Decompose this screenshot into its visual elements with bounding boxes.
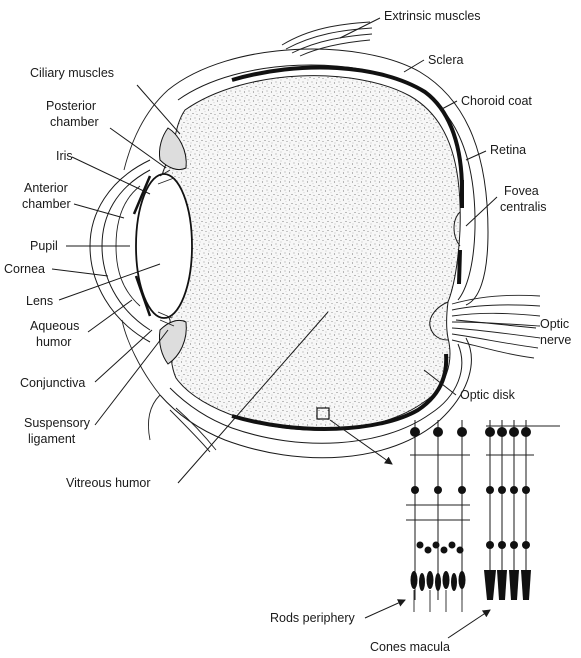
- label-fovea-centralis-1: Fovea: [504, 184, 539, 198]
- label-sclera: Sclera: [428, 53, 463, 67]
- label-optic-nerve-1: Optic: [540, 317, 569, 331]
- label-optic-nerve-2: nerve: [540, 333, 571, 347]
- label-ciliary-muscles: Ciliary muscles: [30, 66, 114, 80]
- conjunctiva-lower: [122, 320, 160, 395]
- vitreous-humor-body: [152, 76, 460, 431]
- label-conjunctiva: Conjunctiva: [20, 376, 85, 390]
- label-posterior-chamber-1: Posterior: [46, 99, 96, 113]
- label-lens: Lens: [26, 294, 53, 308]
- label-anterior-chamber-2: chamber: [22, 197, 71, 211]
- label-choroid-coat: Choroid coat: [461, 94, 532, 108]
- label-optic-disk: Optic disk: [460, 388, 516, 402]
- label-pupil: Pupil: [30, 239, 58, 253]
- label-retina: Retina: [490, 143, 526, 157]
- retina-segment-2: [459, 250, 460, 284]
- label-aqueous-humor-2: humor: [36, 335, 71, 349]
- label-fovea-centralis-2: centralis: [500, 200, 547, 214]
- rod-cells: [406, 420, 470, 612]
- label-aqueous-humor-1: Aqueous: [30, 319, 79, 333]
- label-suspensory-ligament-1: Suspensory: [24, 416, 91, 430]
- label-posterior-chamber-2: chamber: [50, 115, 99, 129]
- label-extrinsic-muscles: Extrinsic muscles: [384, 9, 481, 23]
- lens: [136, 174, 192, 318]
- cone-cells: [484, 420, 560, 600]
- label-iris: Iris: [56, 149, 73, 163]
- label-cones-macula: Cones macula: [370, 640, 450, 654]
- lid-line: [148, 395, 160, 440]
- label-vitreous-humor: Vitreous humor: [66, 476, 151, 490]
- retina-cells-inset: [317, 408, 560, 612]
- label-suspensory-ligament-2: ligament: [28, 432, 76, 446]
- label-rods-periphery: Rods periphery: [270, 611, 356, 625]
- label-anterior-chamber-1: Anterior: [24, 181, 68, 195]
- label-cornea: Cornea: [4, 262, 45, 276]
